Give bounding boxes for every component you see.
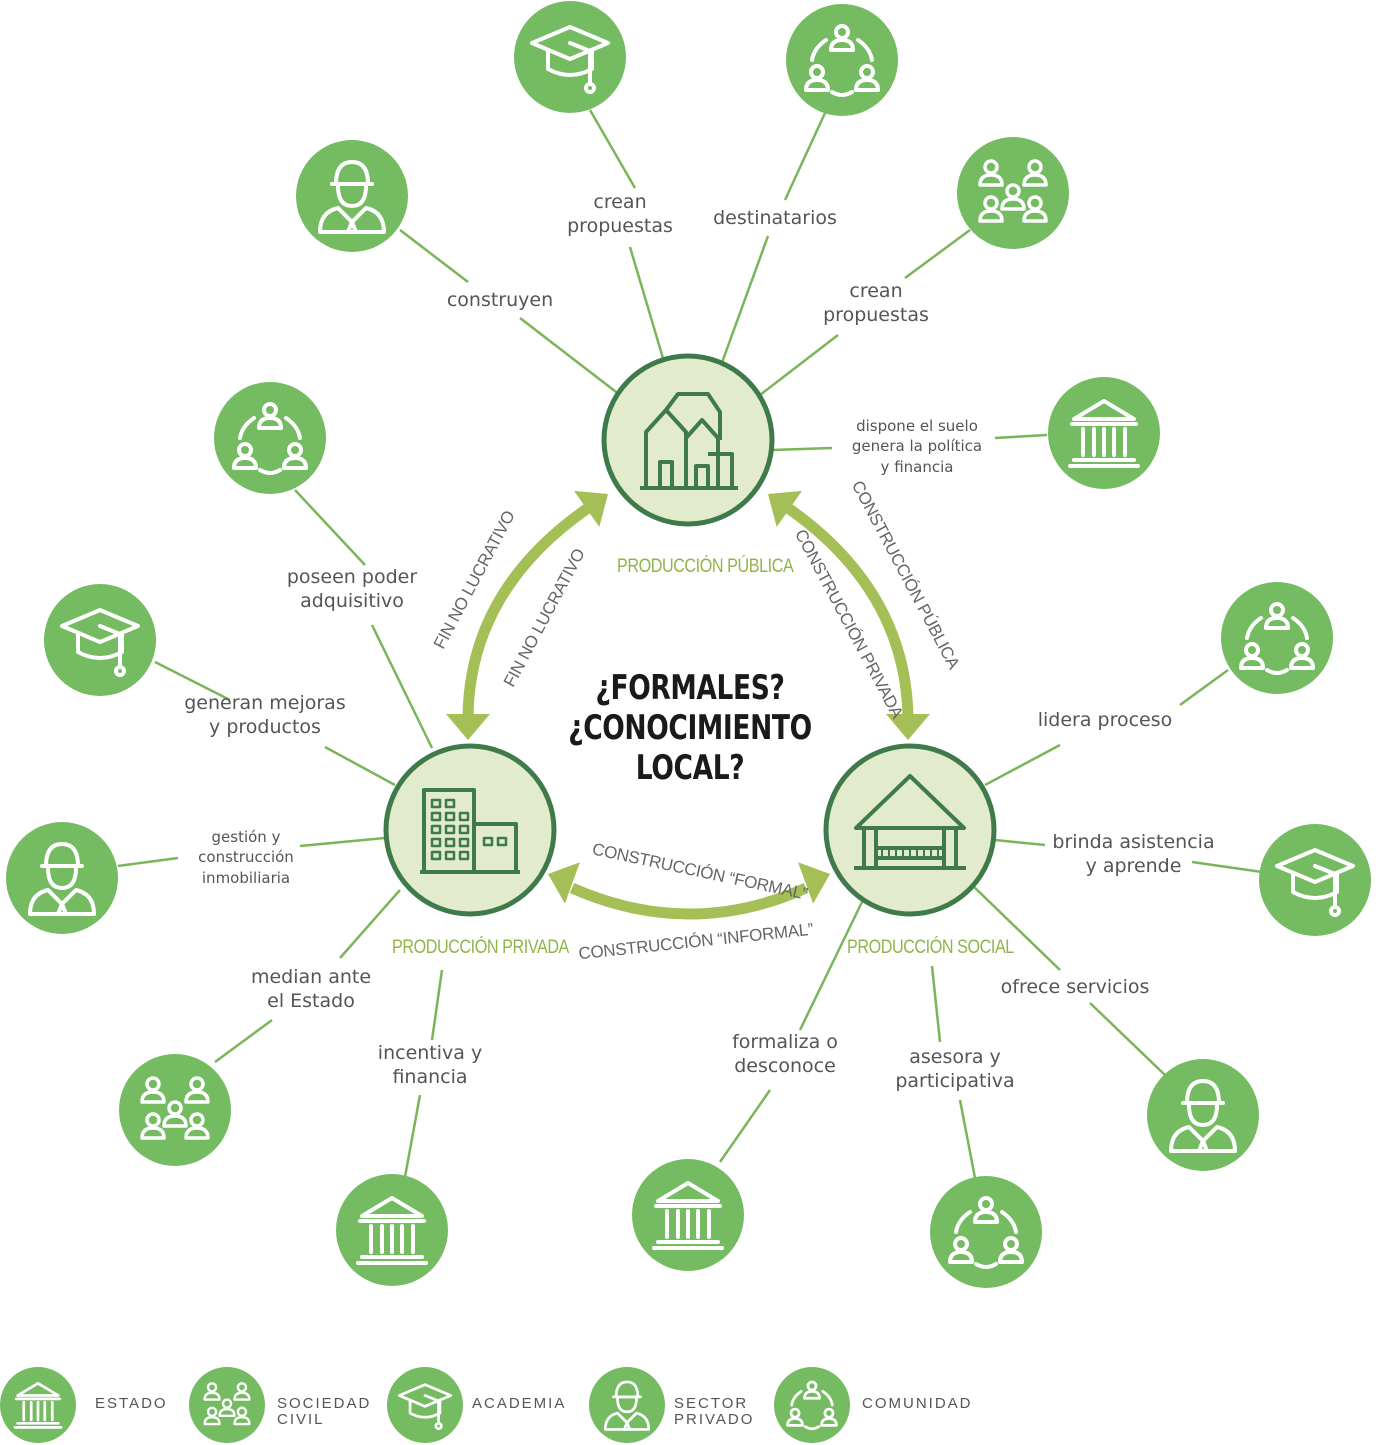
arrow-head	[798, 862, 830, 904]
connector-line	[403, 1094, 422, 1178]
node-estado-formaliza	[632, 1159, 744, 1271]
hub-title-social: PRODUCCIÓN SOCIAL	[847, 937, 1014, 958]
relation-gestion-construccion: gestión y construcción inmobiliaria	[198, 828, 294, 887]
legend-label-academia: ACADEMIA	[472, 1395, 567, 1412]
node-comunidad-poseen	[214, 382, 326, 494]
legend-icon-estado	[0, 1367, 76, 1443]
connector-line	[214, 1018, 273, 1064]
connector-line	[154, 660, 231, 702]
connector-line	[299, 836, 386, 848]
connector-line	[294, 489, 366, 566]
connector-line	[958, 1099, 977, 1179]
connector-line	[1089, 1002, 1166, 1076]
connector-line	[1179, 668, 1229, 707]
node-privado-construyen	[296, 140, 408, 252]
connector-line	[798, 901, 864, 1031]
node-privado-ofrece	[1147, 1059, 1259, 1171]
relation-asesora-participativa: asesora y participativa	[895, 1046, 1015, 1092]
relation-crean-propuestas-sociedad: crean propuestas	[823, 280, 929, 326]
arrow-construccion	[784, 503, 914, 717]
arrow-construccion-formal-informal	[569, 882, 809, 920]
legend-label-estado: ESTADO	[95, 1395, 168, 1412]
legend-label-sociedad-civil: SOCIEDAD CIVIL	[277, 1395, 372, 1428]
arrow-head	[446, 714, 490, 740]
center-question-line-2: ¿CONOCIMIENTO LOCAL?	[568, 708, 812, 789]
relation-lidera-proceso: lidera proceso	[1037, 709, 1173, 731]
legend-icon-comunidad	[774, 1367, 850, 1443]
relation-dispone-suelo: dispone el suelo genera la política y fi…	[851, 417, 983, 476]
houses-icon	[640, 392, 738, 490]
buildings-icon	[420, 788, 520, 874]
relation-crean-propuestas-academia: crean propuestas	[567, 191, 673, 237]
connector-line	[519, 317, 621, 396]
connector-line	[984, 743, 1061, 787]
connector-line	[628, 246, 667, 366]
connector-lines	[117, 109, 1263, 1179]
connector-line	[370, 624, 434, 749]
connector-line	[324, 745, 396, 787]
connector-line	[971, 884, 1061, 971]
node-comunidad-asesora	[930, 1176, 1042, 1288]
relation-destinatarios: destinatarios	[713, 207, 837, 229]
node-comunidad-destinatarios	[786, 4, 898, 116]
node-sociedad-crean-propuestas	[957, 137, 1069, 249]
hub-produccion-publica	[601, 353, 775, 527]
connector-line	[994, 838, 1046, 847]
node-privado-gestion	[6, 822, 118, 934]
arrow-head	[574, 490, 608, 527]
relation-incentiva-financia: incentiva y financia	[377, 1042, 483, 1088]
hub-produccion-social	[823, 743, 997, 917]
connector-line	[904, 228, 971, 280]
connector-line	[759, 334, 839, 396]
node-academia-brinda	[1259, 824, 1371, 936]
node-sociedad-median	[119, 1054, 231, 1166]
connector-line	[783, 112, 827, 201]
relation-construyen: construyen	[446, 289, 554, 311]
connector-line	[771, 446, 833, 452]
connector-line	[399, 229, 469, 283]
production-hubs	[383, 353, 997, 917]
arrow-head	[768, 490, 802, 527]
connector-line	[1191, 860, 1263, 874]
pavilion-icon	[854, 774, 966, 870]
node-academia-generan	[44, 584, 156, 696]
arrow-fin-no-lucrativo	[462, 503, 592, 717]
relation-ofrece-servicios: ofrece servicios	[1000, 976, 1150, 998]
arrow-head	[886, 714, 930, 740]
relation-formaliza-desconoce: formaliza o desconoce	[732, 1031, 838, 1077]
connector-line	[930, 965, 942, 1043]
connector-line	[994, 433, 1048, 440]
relation-median-estado: median ante el Estado	[250, 966, 372, 1012]
connector-line	[430, 969, 444, 1041]
node-comunidad-lidera	[1221, 582, 1333, 694]
connector-line	[718, 1089, 772, 1163]
connector-line	[117, 856, 179, 868]
legend-icon-sociedad-civil	[189, 1367, 265, 1443]
center-question: ¿FORMALES? ¿CONOCIMIENTO LOCAL?	[520, 668, 860, 788]
legend-label-comunidad: COMUNIDAD	[862, 1395, 973, 1412]
connector-line	[339, 889, 401, 959]
relation-brinda-asistencia: brinda asistencia y aprende	[1052, 831, 1215, 877]
legend-label-sector-privado: SECTOR PRIVADO	[674, 1395, 755, 1428]
hub-title-publica: PRODUCCIÓN PÚBLICA	[617, 556, 794, 577]
connector-line	[588, 109, 637, 189]
connector-line	[718, 235, 770, 369]
center-question-line-1: ¿FORMALES?	[595, 668, 785, 708]
node-estado-incentiva	[336, 1174, 448, 1286]
cycle-arrows	[446, 490, 930, 920]
node-academia-crean-propuestas	[514, 1, 626, 113]
legend-icon-sector-privado	[589, 1367, 665, 1443]
hub-title-privada: PRODUCCIÓN PRIVADA	[392, 937, 569, 958]
node-estado-dispone	[1048, 377, 1160, 489]
relation-poseen-poder: poseen poder adquisitivo	[286, 566, 418, 612]
hub-produccion-privada	[383, 743, 557, 917]
relation-generan-mejoras: generan mejoras y productos	[184, 692, 346, 738]
arrow-head	[548, 862, 580, 904]
legend-icon-academia	[387, 1367, 463, 1443]
